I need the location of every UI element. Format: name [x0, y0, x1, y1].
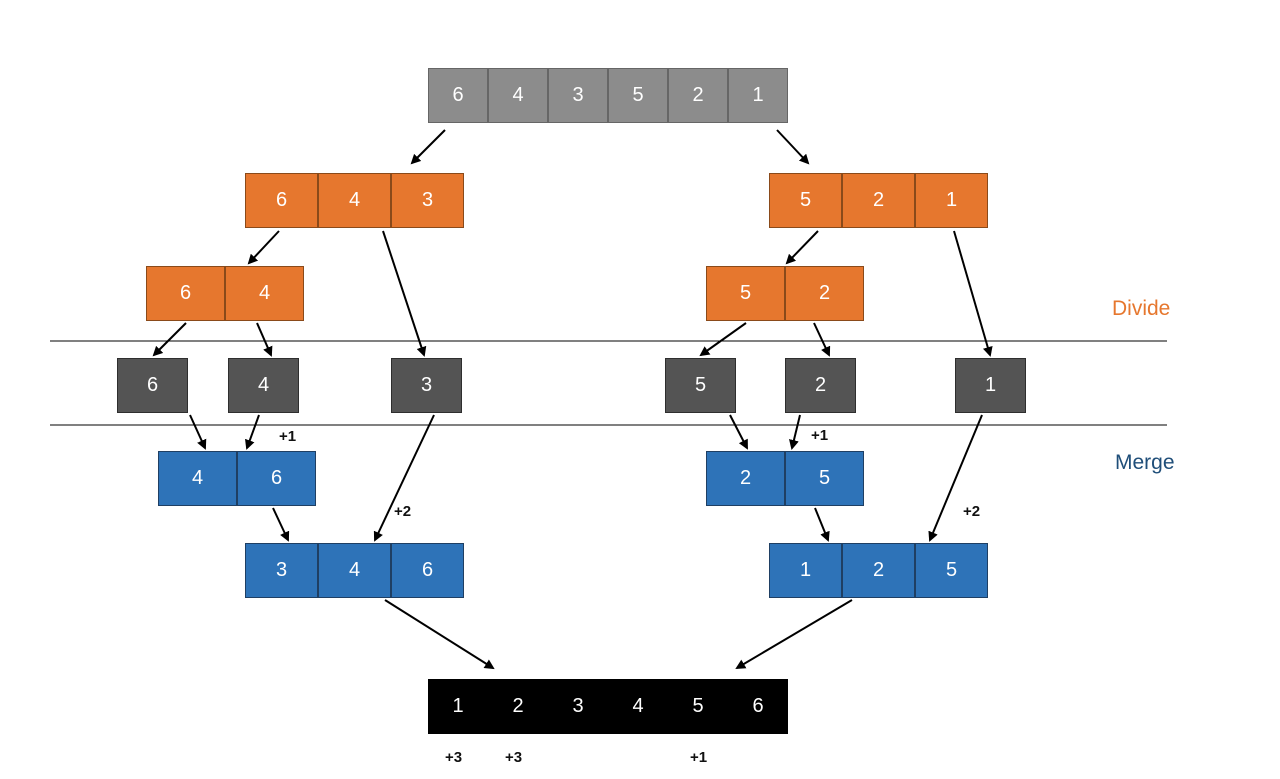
single-cell: 2	[785, 358, 856, 413]
arrow	[373, 414, 435, 542]
result-cell: 5	[668, 679, 728, 734]
left-pair-cell: 4	[225, 266, 304, 321]
arrow	[735, 599, 853, 670]
left-half-cell: 6	[245, 173, 318, 228]
right-merged-cell: 1	[769, 543, 842, 598]
original-cell: 1	[728, 68, 788, 123]
right-merged-cell: 5	[915, 543, 988, 598]
left-merged-pair-cell: 6	[237, 451, 316, 506]
left-merged-pair-cell: 4	[158, 451, 237, 506]
single-cell: 4	[228, 358, 299, 413]
single-cell: 5	[665, 358, 736, 413]
arrow	[152, 322, 187, 357]
left-merged-cell: 3	[245, 543, 318, 598]
right-half-cell: 2	[842, 173, 915, 228]
single-cell: 1	[955, 358, 1026, 413]
arrow	[953, 230, 993, 357]
right-half-cell: 1	[915, 173, 988, 228]
right-pair-cell: 2	[785, 266, 864, 321]
arrow	[928, 414, 983, 542]
right-pair-cell: 5	[706, 266, 785, 321]
arrow	[699, 322, 747, 357]
arrow	[247, 230, 280, 265]
result-cell: 2	[488, 679, 548, 734]
arrow	[189, 414, 207, 450]
right-pair-count: +1	[811, 427, 829, 444]
original-cell: 4	[488, 68, 548, 123]
result-count-2: +3	[505, 749, 523, 766]
arrow	[245, 414, 260, 450]
arrow	[272, 507, 290, 542]
single-cell: 6	[117, 358, 188, 413]
merge-label: Merge	[1115, 451, 1175, 474]
left-merged-cell: 4	[318, 543, 391, 598]
left-half-cell: 4	[318, 173, 391, 228]
original-cell: 3	[548, 68, 608, 123]
original-cell: 5	[608, 68, 668, 123]
result-cell: 6	[728, 679, 788, 734]
right-merged-pair-cell: 5	[785, 451, 864, 506]
left-triple-count: +2	[394, 503, 412, 520]
left-half-cell: 3	[391, 173, 464, 228]
arrow	[729, 414, 748, 450]
arrow	[382, 230, 427, 357]
right-triple-count: +2	[963, 503, 981, 520]
result-cell: 4	[608, 679, 668, 734]
single-cell: 3	[391, 358, 462, 413]
result-count-5: +1	[690, 749, 708, 766]
left-pair-count: +1	[279, 428, 297, 445]
arrow	[814, 507, 830, 542]
arrow	[785, 230, 819, 265]
right-half-cell: 5	[769, 173, 842, 228]
right-merged-cell: 2	[842, 543, 915, 598]
arrow	[776, 129, 810, 165]
arrow	[813, 322, 831, 357]
result-cell: 1	[428, 679, 488, 734]
result-count-1: +3	[445, 749, 463, 766]
arrow	[410, 129, 446, 165]
arrow	[789, 414, 801, 450]
divide-label: Divide	[1112, 297, 1171, 320]
original-cell: 2	[668, 68, 728, 123]
left-pair-cell: 6	[146, 266, 225, 321]
original-cell: 6	[428, 68, 488, 123]
arrow	[384, 599, 495, 670]
left-merged-cell: 6	[391, 543, 464, 598]
arrow	[256, 322, 273, 357]
right-merged-pair-cell: 2	[706, 451, 785, 506]
result-cell: 3	[548, 679, 608, 734]
